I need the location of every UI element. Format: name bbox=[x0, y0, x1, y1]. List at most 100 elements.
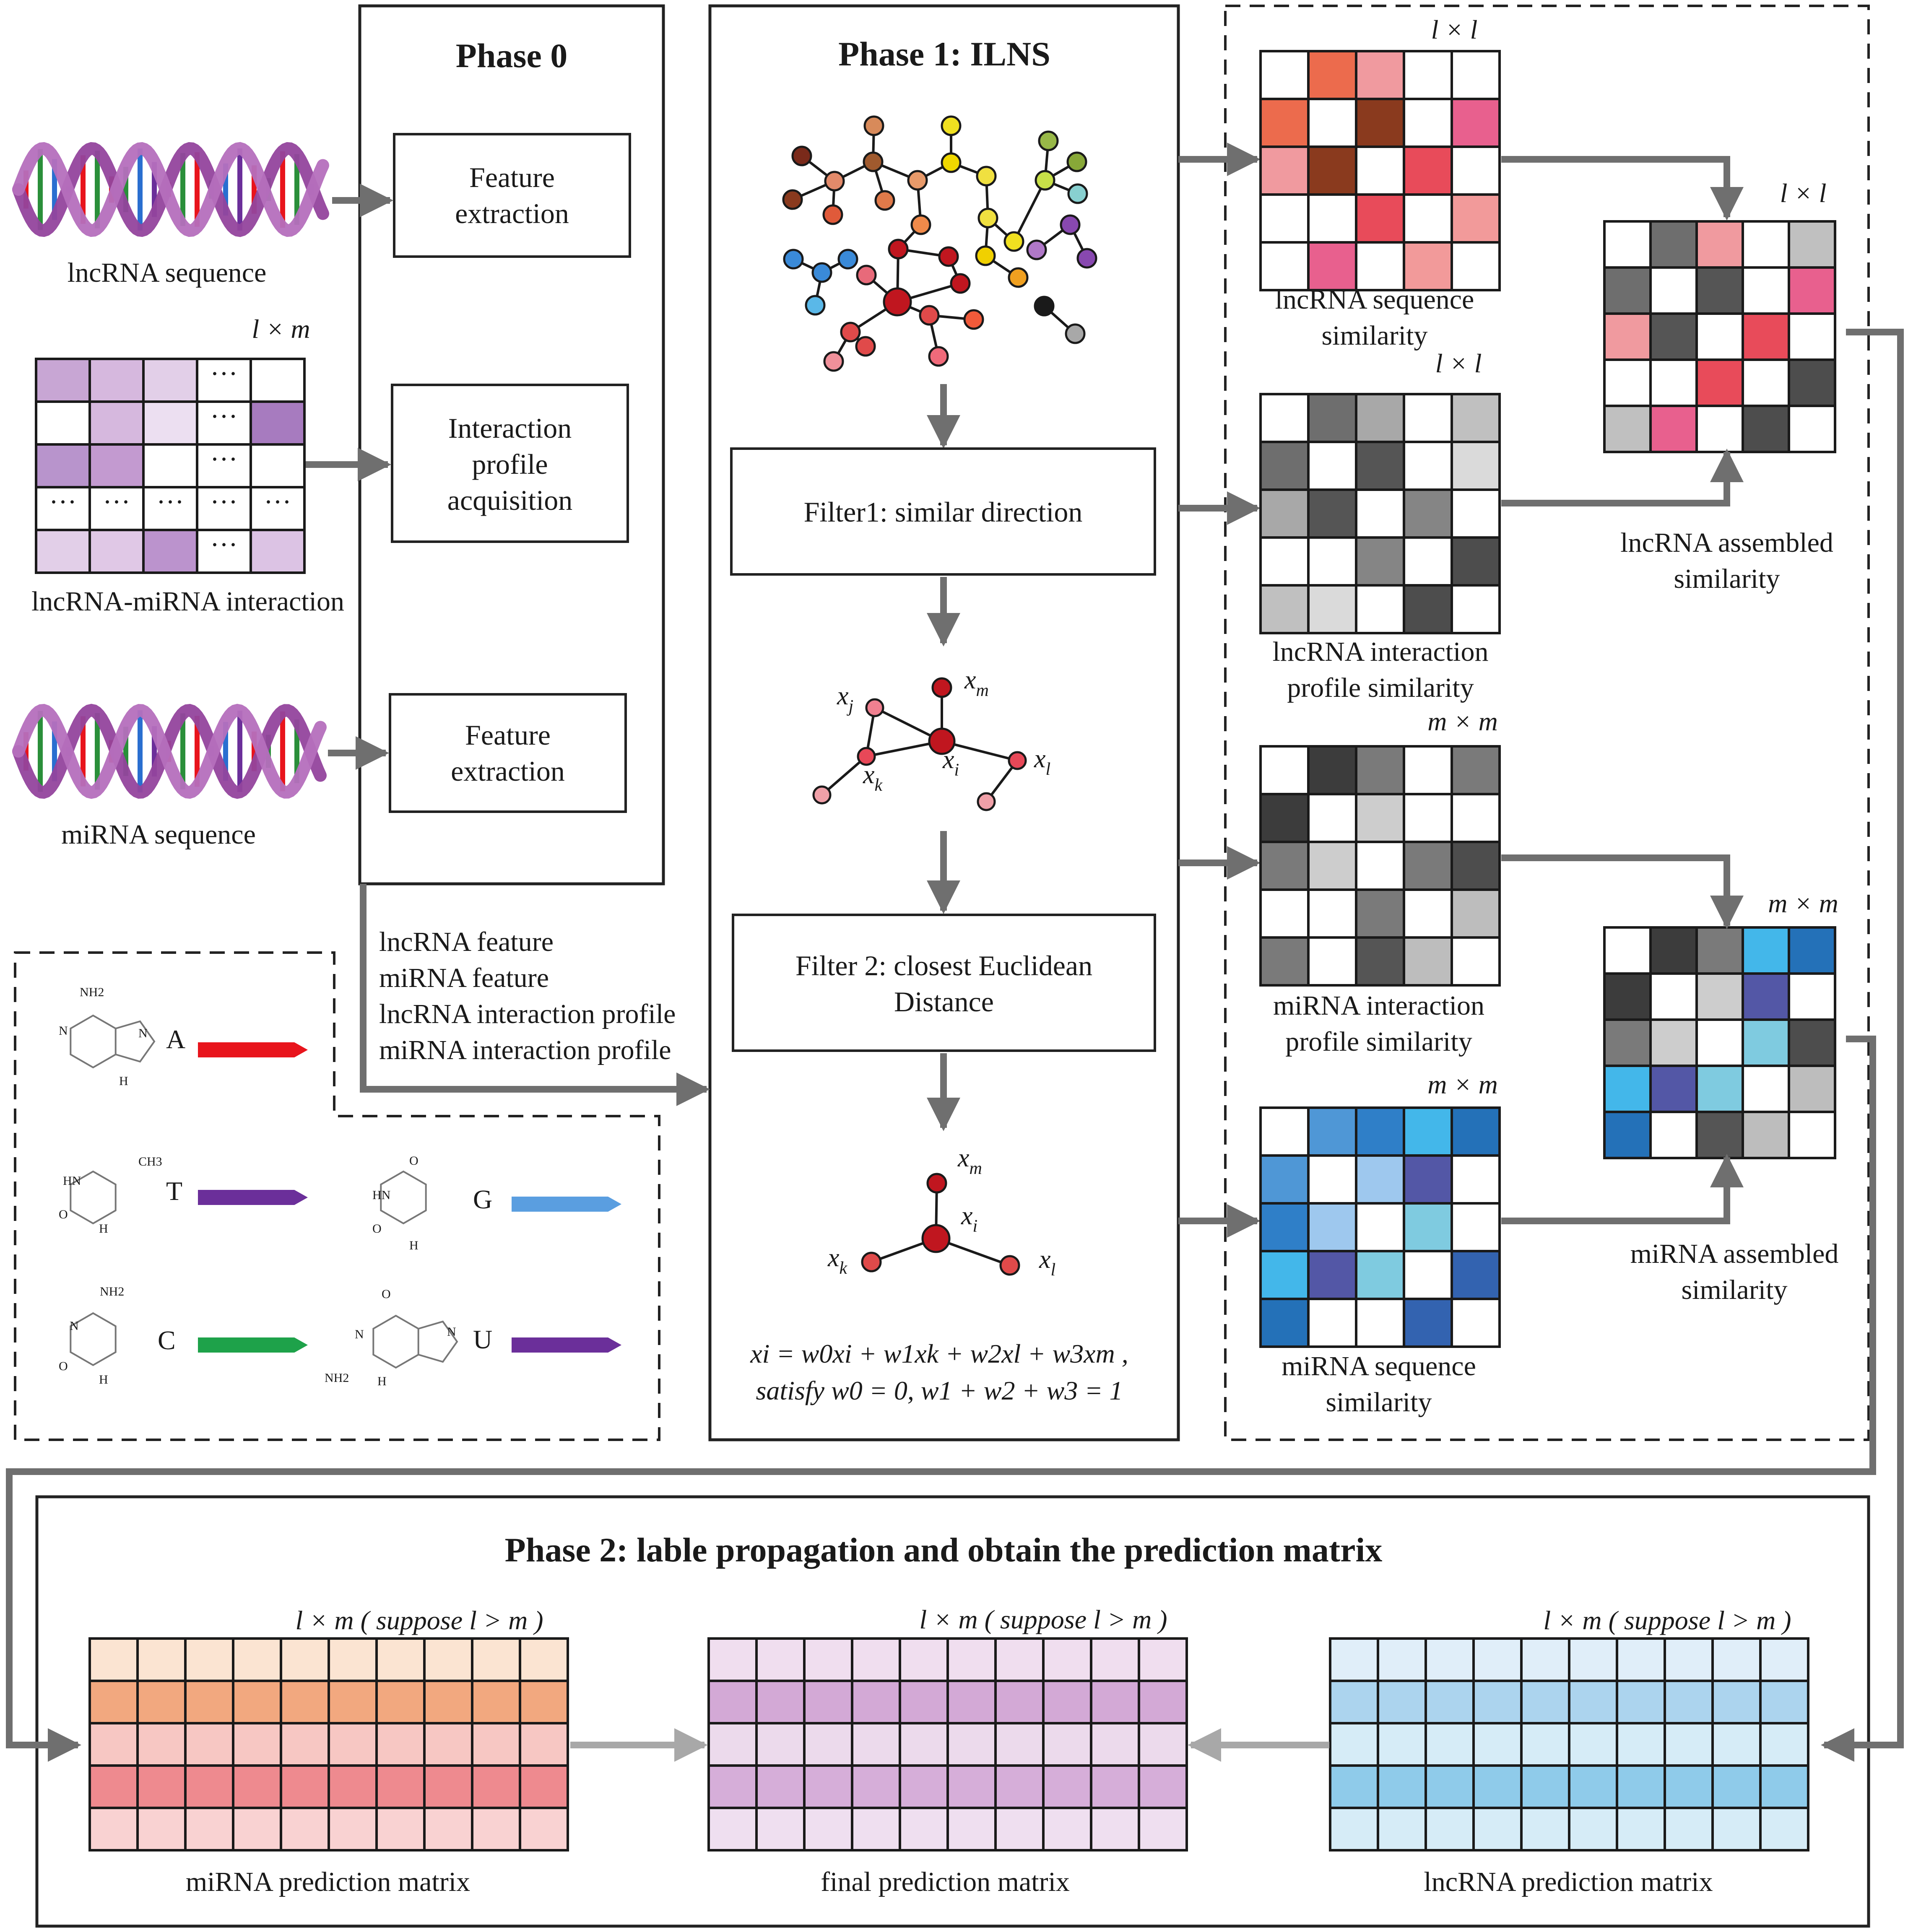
network-node bbox=[874, 190, 895, 211]
lnc-int-sim-label-1: lncRNA interaction bbox=[1272, 636, 1488, 667]
mi-int-sim-cell bbox=[1403, 841, 1453, 891]
lnc-int-sim-cell bbox=[1403, 441, 1453, 491]
lnc-int-sim-cell bbox=[1355, 488, 1405, 539]
final-pred-cell bbox=[707, 1680, 758, 1724]
lnc-pred-cell bbox=[1711, 1807, 1762, 1852]
mi-seq-sim-cell bbox=[1355, 1298, 1405, 1348]
mi-asm-sim-cell bbox=[1742, 1065, 1790, 1113]
network-node bbox=[963, 309, 984, 330]
lnc-pred-cell bbox=[1568, 1637, 1618, 1682]
mi-int-sim-cell bbox=[1450, 936, 1501, 987]
final-pred-cell bbox=[1138, 1807, 1188, 1852]
lnc-pred-cell bbox=[1377, 1637, 1427, 1682]
arrow-mi-asm-to-mi-pred bbox=[6, 1036, 1876, 1762]
lnc-seq-sim-cell bbox=[1403, 193, 1453, 244]
lnc-pred-dim: l × m ( suppose l > m ) bbox=[1543, 1605, 1791, 1635]
lnc-int-sim-cell bbox=[1259, 488, 1310, 539]
filter1-label: Filter1: similar direction bbox=[804, 496, 1083, 528]
lnc-asm-sim-cell bbox=[1788, 220, 1836, 269]
interaction-matrix-cell bbox=[250, 443, 306, 488]
mi-pred-cell bbox=[184, 1637, 234, 1682]
final-pred-dim: l × m ( suppose l > m ) bbox=[919, 1605, 1167, 1634]
final-pred-cell bbox=[994, 1637, 1045, 1682]
lnc-pred-label: lncRNA prediction matrix bbox=[1424, 1867, 1713, 1897]
mi-pred-cell bbox=[280, 1807, 330, 1852]
chem-atom-label: H bbox=[377, 1374, 387, 1388]
interaction-matrix-ellipsis: ··· bbox=[210, 358, 238, 389]
interaction-matrix-cell bbox=[250, 358, 306, 403]
helix-backbone bbox=[12, 142, 329, 237]
feature-extraction-lnc-line2: extraction bbox=[455, 197, 569, 229]
mi-pred-cell bbox=[184, 1807, 234, 1852]
node-label-xm: xm bbox=[957, 1144, 982, 1178]
final-pred-cell bbox=[1042, 1637, 1092, 1682]
neighbour-node bbox=[931, 677, 952, 698]
lnc-seq-sim-cell bbox=[1355, 193, 1405, 244]
final-pred-cell bbox=[1138, 1680, 1188, 1724]
mi-pred-cell bbox=[375, 1807, 426, 1852]
network-node bbox=[840, 322, 861, 343]
arrow-lnc-int-to-asm bbox=[1501, 449, 1744, 506]
neighbour-node bbox=[1008, 751, 1027, 770]
lnc-pred-cell bbox=[1520, 1637, 1570, 1682]
legend-panel bbox=[14, 951, 660, 1441]
lnc-seq-sim-cell bbox=[1259, 193, 1310, 244]
lnc-pred-cell bbox=[1520, 1680, 1570, 1724]
mi-int-sim-cell bbox=[1450, 745, 1501, 795]
final-pred-cell bbox=[994, 1764, 1045, 1809]
mi-asm-dim: m × m bbox=[1768, 888, 1838, 918]
mi-seq-sim-cell bbox=[1307, 1202, 1357, 1252]
lnc-seq-sim-cell bbox=[1355, 50, 1405, 100]
mi-pred-cell bbox=[280, 1637, 330, 1682]
mi-pred-cell bbox=[519, 1807, 569, 1852]
lnc-int-sim-cell bbox=[1403, 536, 1453, 587]
interaction-matrix-cell bbox=[35, 443, 91, 488]
mi-seq-sim-cell bbox=[1307, 1154, 1357, 1205]
lncrna-sequence-label: lncRNA sequence bbox=[68, 257, 267, 288]
mi-pred-dim: l × m ( suppose l > m ) bbox=[295, 1605, 543, 1635]
lnc-asm-sim-cell bbox=[1742, 266, 1790, 315]
network-node bbox=[863, 115, 884, 136]
final-pred-cell bbox=[755, 1680, 806, 1724]
lnc-int-sim-cell bbox=[1259, 441, 1310, 491]
base-color-bar-A bbox=[198, 1042, 308, 1057]
network-node bbox=[976, 166, 997, 187]
chem-atom-label: N bbox=[59, 1024, 68, 1038]
final-pred-cell bbox=[1090, 1722, 1140, 1767]
lnc-asm-label-2: similarity bbox=[1674, 564, 1780, 594]
final-pred-label: final prediction matrix bbox=[821, 1867, 1070, 1897]
final-pred-cell bbox=[803, 1680, 853, 1724]
mi-int-sim-label-2: profile similarity bbox=[1285, 1026, 1472, 1057]
mi-seq-sim-cell bbox=[1403, 1154, 1453, 1205]
mi-asm-sim-cell bbox=[1649, 972, 1698, 1021]
lnc-pred-cell bbox=[1711, 1637, 1762, 1682]
network-node bbox=[938, 246, 959, 267]
mi-asm-sim-cell bbox=[1695, 1018, 1744, 1067]
mi-seq-sim-cell bbox=[1450, 1298, 1501, 1348]
network-node bbox=[928, 346, 949, 367]
mi-asm-sim-cell bbox=[1788, 1111, 1836, 1159]
lnc-seq-sim-cell bbox=[1450, 50, 1501, 100]
lnc-pred-cell bbox=[1664, 1764, 1714, 1809]
final-pred-cell bbox=[1090, 1637, 1140, 1682]
network-node bbox=[1038, 130, 1059, 151]
mi-pred-cell bbox=[519, 1680, 569, 1724]
mi-pred-cell bbox=[423, 1764, 473, 1809]
reconstruction-equation: xi = w0xi + w1xk + w2xl + w3xm , bbox=[750, 1339, 1128, 1368]
lnc-asm-sim-cell bbox=[1603, 312, 1652, 361]
lnc-asm-sim-cell bbox=[1742, 358, 1790, 407]
lnc-seq-sim-cell bbox=[1307, 241, 1357, 291]
mi-seq-sim-cell bbox=[1307, 1106, 1357, 1157]
mi-asm-sim-cell bbox=[1603, 926, 1652, 975]
mi-seq-sim-cell bbox=[1355, 1154, 1405, 1205]
interaction-matrix-cell bbox=[35, 358, 91, 403]
lnc-asm-sim-cell bbox=[1695, 358, 1744, 407]
mi-asm-sim-cell bbox=[1742, 972, 1790, 1021]
network-node bbox=[950, 273, 971, 294]
mi-seq-sim-cell bbox=[1355, 1106, 1405, 1157]
mi-int-sim-cell bbox=[1355, 888, 1405, 939]
mi-pred-cell bbox=[375, 1637, 426, 1682]
network-node bbox=[1076, 248, 1097, 269]
